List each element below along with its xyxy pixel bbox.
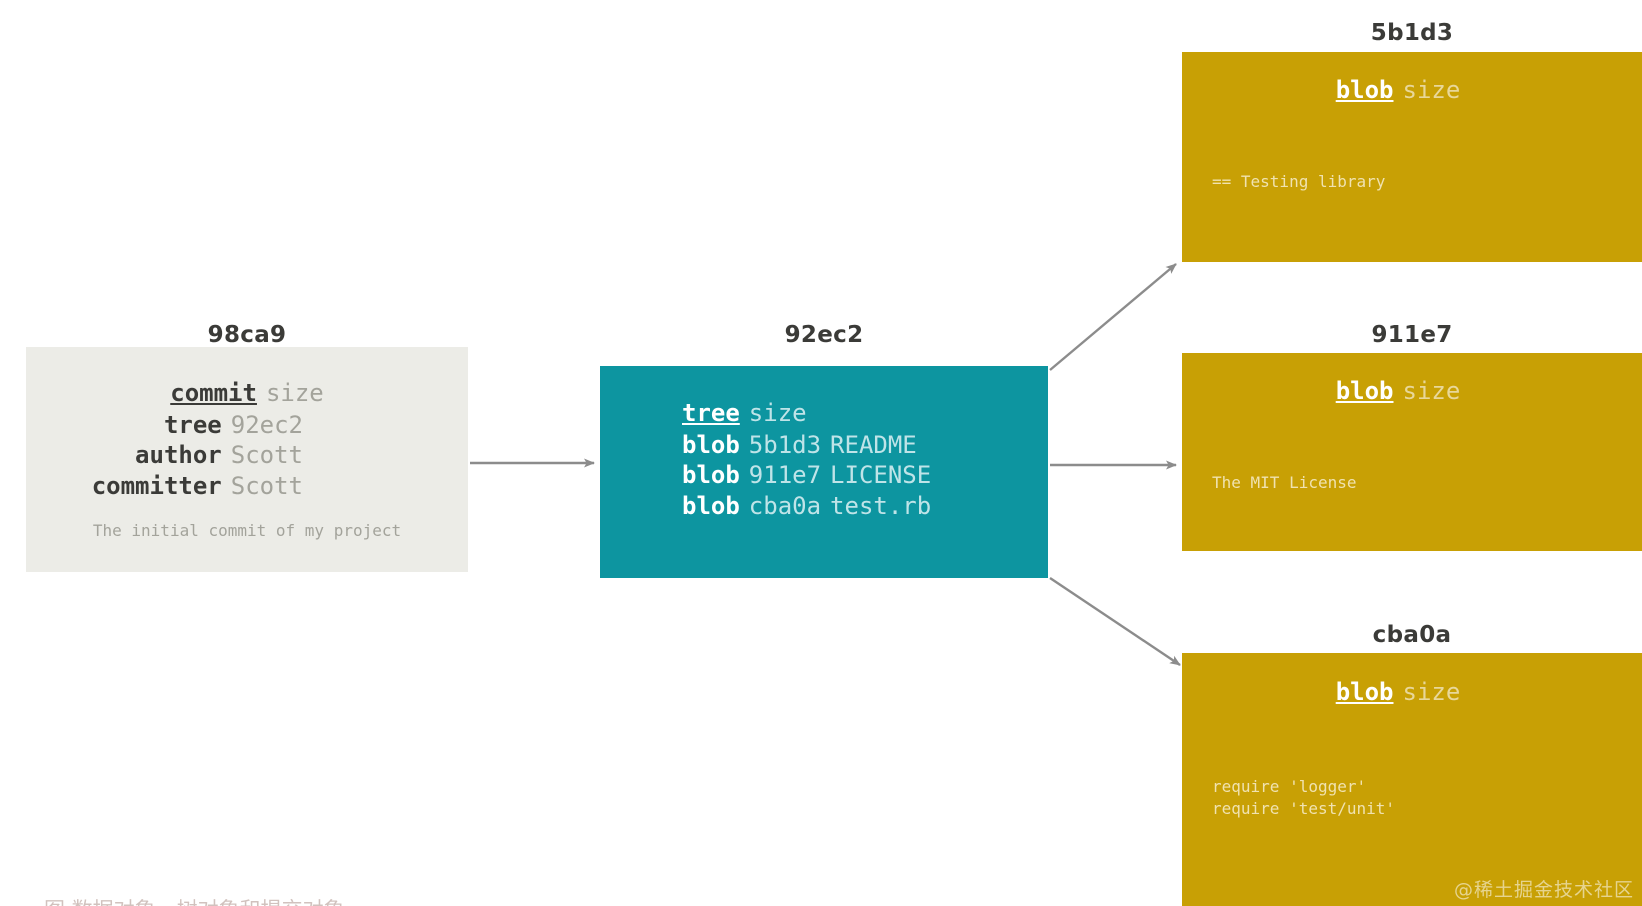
blob-license-node-title: 911e7: [1371, 322, 1453, 348]
tree-entry-license: blob 911e7 LICENSE: [682, 460, 1048, 490]
blob-test-node-title: cba0a: [1372, 622, 1452, 648]
blob-readme-type-keyword: blob: [1335, 76, 1394, 104]
commit-size-label: size: [265, 379, 324, 407]
tree-header-row: tree size: [600, 398, 1048, 428]
blob-test-content: require 'logger' require 'test/unit' cla…: [1182, 732, 1642, 906]
tree-entry-test-name: test.rb: [830, 491, 932, 520]
tree-entry-readme-hash: 5b1d3: [748, 431, 822, 460]
commit-field-author-key: author: [135, 441, 222, 470]
blob-license-type-keyword: blob: [1335, 377, 1394, 405]
commit-field-committer-key: committer: [91, 471, 222, 500]
blob-readme-line-1: == Testing library: [1212, 172, 1386, 192]
commit-header-row: commit size: [26, 378, 468, 408]
commit-field-tree-value: 92ec2: [230, 411, 303, 440]
commit-node-title: 98ca9: [207, 322, 287, 348]
commit-field-author: author Scott: [26, 440, 303, 470]
tree-entry-readme-name: README: [830, 431, 917, 460]
commit-field-tree: tree 92ec2: [26, 410, 303, 440]
blob-test-line-1: require 'logger' require 'test/unit': [1212, 777, 1396, 819]
tree-type-keyword: tree: [682, 399, 740, 427]
blob-test-size-label: size: [1402, 678, 1461, 706]
blob-readme-node-title: 5b1d3: [1370, 20, 1454, 46]
bottom-caption: 图 数据对象、树对象和提交对象: [44, 894, 345, 906]
blob-license-line-1: The MIT License: [1212, 473, 1357, 493]
tree-node-box[interactable]: tree size blob 5b1d3 README blob 911e7 LICENS…: [600, 366, 1048, 578]
blob-license-header-row: blob size: [1182, 376, 1642, 406]
tree-entry-license-hash: 911e7: [748, 461, 822, 490]
watermark: @稀土掘金技术社区: [1453, 879, 1634, 901]
commit-type-keyword: commit: [170, 379, 257, 407]
blob-license-node-box[interactable]: blob size The MIT License Copyright (c) 2…: [1182, 353, 1642, 551]
tree-entry-license-key: blob: [682, 461, 740, 490]
blob-readme-size-label: size: [1402, 76, 1461, 104]
tree-entry-test: blob cba0a test.rb: [682, 491, 1048, 521]
edge-tree-to-blob-test: [1049, 577, 1181, 666]
blob-readme-node-box[interactable]: blob size == Testing library This library…: [1182, 52, 1642, 262]
tree-entry-readme: blob 5b1d3 README: [682, 430, 1048, 460]
commit-field-tree-key: tree: [163, 411, 222, 440]
tree-size-label: size: [748, 399, 807, 427]
blob-test-type-keyword: blob: [1335, 678, 1394, 706]
tree-node-title: 92ec2: [784, 322, 864, 348]
blob-license-content: The MIT License Copyright (c) 2008 Scott…: [1182, 428, 1642, 551]
blob-readme-gap-1: [1212, 238, 1642, 253]
commit-field-author-value: Scott: [230, 441, 303, 470]
commit-field-committer-value: Scott: [230, 471, 303, 500]
tree-entry-test-hash: cba0a: [748, 491, 822, 520]
blob-license-size-label: size: [1402, 377, 1461, 405]
blob-license-gap-1: [1212, 539, 1642, 551]
blob-test-node-box[interactable]: blob size require 'logger' require 'test/…: [1182, 653, 1642, 906]
commit-field-committer: committer Scott: [26, 471, 303, 501]
tree-entry-license-name: LICENSE: [830, 461, 932, 490]
tree-entry-test-key: blob: [682, 491, 740, 520]
blob-readme-content: == Testing library This library is used …: [1182, 127, 1642, 262]
blob-readme-header-row: blob size: [1182, 75, 1642, 105]
blob-test-header-row: blob size: [1182, 677, 1642, 707]
edge-tree-to-blob-readme: [1049, 263, 1177, 371]
tree-entry-readme-key: blob: [682, 431, 740, 460]
commit-message: The initial commit of my project: [92, 520, 402, 540]
